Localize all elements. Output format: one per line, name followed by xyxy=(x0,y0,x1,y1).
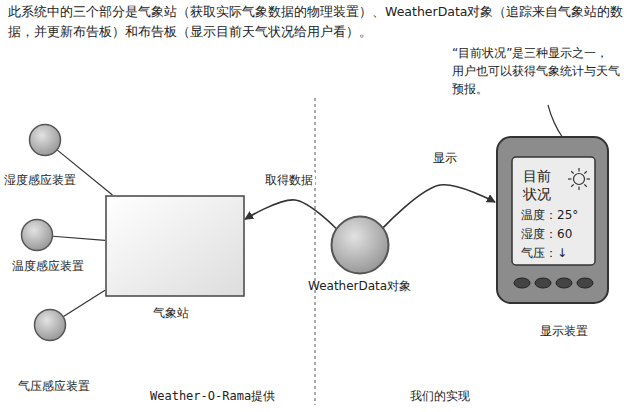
station-box-outline xyxy=(105,195,245,297)
divider-line xyxy=(315,98,316,405)
sensor-circle xyxy=(22,220,53,251)
sensor-label: 湿度感应装置 xyxy=(4,172,76,188)
station-label: 气象站 xyxy=(153,305,189,321)
sensor-circle: 湿度感应装置 xyxy=(28,123,62,157)
edge-label: 显示 xyxy=(431,150,459,166)
station-box: 气象站 xyxy=(105,195,245,297)
sensor-circle-outline xyxy=(33,308,67,342)
sensor-label: 温度感应装置 xyxy=(12,258,84,274)
object-circle: WeatherData对象 xyxy=(330,215,390,275)
device-label: 显示装置 xyxy=(540,323,588,339)
sensor-circle xyxy=(35,310,66,341)
object-circle xyxy=(332,217,389,274)
screen-heading: 目前 状况 xyxy=(523,167,553,203)
sensor-circle: 气压感应装置 xyxy=(33,308,67,342)
device-button xyxy=(577,278,593,288)
device-button xyxy=(514,278,530,288)
sensor-label: 气压感应装置 xyxy=(18,378,90,394)
screen-reading: 湿度：60 xyxy=(521,226,572,242)
display-device: 显示装置目前 状况温度：25°湿度：60气压：↓ xyxy=(495,135,610,305)
sensor-circle-outline xyxy=(28,123,62,157)
sensor-circle: 温度感应装置 xyxy=(20,218,54,252)
flow-arrow xyxy=(383,185,495,228)
callout-note: “目前状况”是三种显示之一，用户也可以获得气象统计与天气预报。 xyxy=(452,44,620,98)
callout-leader xyxy=(548,105,563,138)
device-button xyxy=(556,278,572,288)
region-label: 我们的实现 xyxy=(410,388,470,404)
station-box xyxy=(106,196,244,296)
flow-arrow xyxy=(245,200,336,229)
screen-reading: 气压：↓ xyxy=(521,245,567,261)
screen-reading: 温度：25° xyxy=(521,207,578,223)
wire-line xyxy=(57,150,112,195)
intro-text: 此系统中的三个部分是气象站（获取实际气象数据的物理装置）、WeatherData… xyxy=(8,2,632,42)
object-circle-outline xyxy=(330,215,390,275)
device-body xyxy=(497,137,608,303)
sun-icon xyxy=(568,168,590,190)
wire-line xyxy=(64,290,105,316)
region-label: Weather-O-Rama提供 xyxy=(150,388,275,404)
edge-label: 取得数据 xyxy=(263,172,315,188)
device-button xyxy=(535,278,551,288)
device-screen xyxy=(512,157,595,265)
sensor-circle xyxy=(30,125,61,156)
sensor-circle-outline xyxy=(20,218,54,252)
wire-line xyxy=(53,236,105,240)
object-label: WeatherData对象 xyxy=(308,278,411,294)
